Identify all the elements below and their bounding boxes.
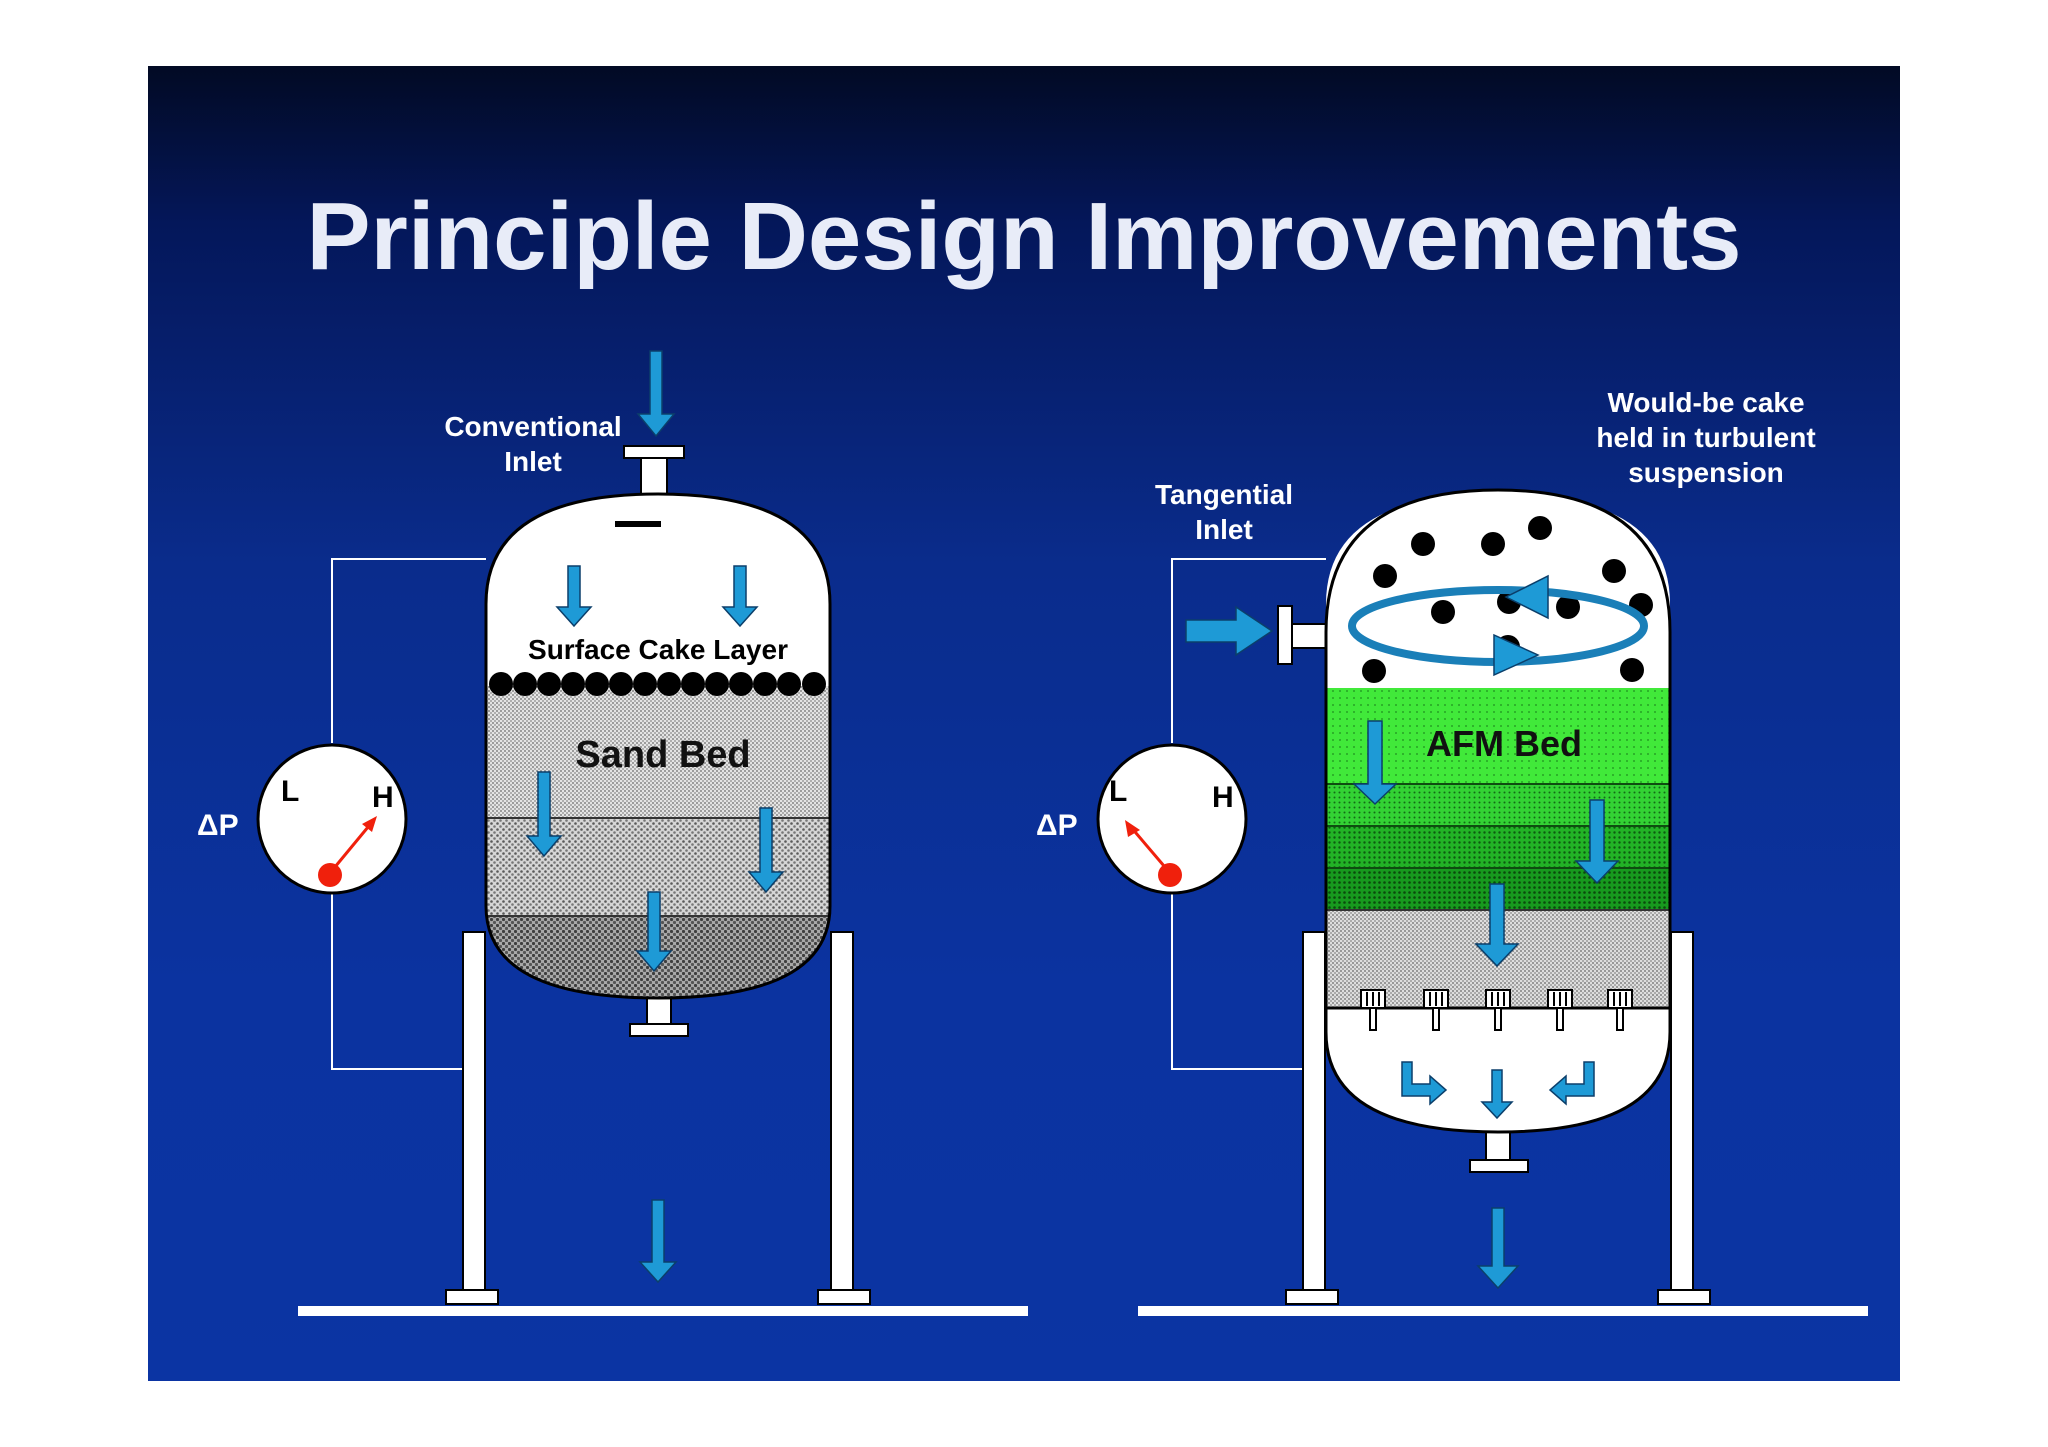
left-outlet-arrow	[638, 1199, 678, 1284]
left-inlet-arrow	[636, 350, 676, 438]
left-inlet-flange	[623, 445, 685, 459]
cake-suspension-note-line2: held in turbulent	[1596, 422, 1815, 453]
left-ground	[298, 1306, 1028, 1316]
left-flow-arrow-4	[747, 807, 785, 894]
right-outlet-flange	[1469, 1159, 1529, 1173]
left-gauge-high-label: H	[372, 781, 394, 814]
right-ground	[1138, 1306, 1868, 1316]
right-filter-detail: AFM Bed Tangential Inlet Would-be cake h…	[1036, 387, 1816, 1290]
cake-suspension-note-line1: Would-be cake	[1607, 387, 1804, 418]
right-flow-arrow-2	[1574, 799, 1620, 885]
left-pressure-line-top	[331, 558, 486, 743]
afm-bed-label: AFM Bed	[1426, 723, 1582, 764]
right-flow-arrow-3	[1474, 883, 1520, 968]
afm-layer-1	[1326, 688, 1670, 784]
right-flow-arrows	[1185, 605, 1620, 1290]
left-foot-left	[445, 1289, 499, 1305]
left-pressure-line-bottom	[331, 892, 486, 1070]
swirl-arrow-back	[1504, 574, 1549, 620]
sand-bed-label: Sand Bed	[575, 734, 750, 776]
left-gauge-low-label: L	[281, 775, 299, 808]
tangential-inlet-label-line1: Tangential	[1155, 479, 1293, 510]
right-dp-label: ΔP	[1036, 809, 1078, 842]
right-gauge-low-label: L	[1109, 775, 1127, 808]
left-flow-arrow-1	[555, 565, 593, 628]
tangential-inlet-arrow	[1185, 605, 1274, 657]
right-foot-right	[1657, 1289, 1711, 1305]
right-outlet-pipe	[1485, 1131, 1511, 1163]
right-foot-left	[1285, 1289, 1339, 1305]
conventional-inlet-label-line2: Inlet	[504, 446, 562, 477]
left-flow-arrow-2	[721, 565, 759, 628]
conventional-inlet-label-line1: Conventional	[444, 411, 621, 442]
left-gauge-pivot	[318, 863, 342, 887]
right-flow-arrow-4	[1480, 1069, 1514, 1120]
right-outlet-arrow	[1476, 1207, 1520, 1290]
surface-cake-layer-label: Surface Cake Layer	[528, 634, 788, 665]
left-dp-gauge	[256, 743, 408, 895]
left-flow-arrow-5	[635, 891, 673, 973]
underdrain-nozzles	[1360, 989, 1633, 1031]
right-inlet-flange	[1277, 605, 1293, 665]
slide-title: Principle Design Improvements	[306, 183, 1742, 290]
left-gauge-needle-tip	[362, 816, 377, 832]
right-flow-arrow-curve-right	[1548, 1061, 1595, 1106]
left-vessel-outline	[484, 492, 832, 1000]
tangential-inlet-label-line2: Inlet	[1195, 514, 1253, 545]
afm-layer-3	[1326, 826, 1670, 868]
right-pressure-line-bottom	[1171, 892, 1326, 1070]
right-dp-gauge	[1096, 743, 1248, 895]
left-gauge-needle	[328, 820, 375, 874]
right-gauge-high-label: H	[1212, 781, 1234, 814]
left-dp-label: ΔP	[197, 809, 239, 842]
left-flow-arrows	[525, 350, 785, 1284]
right-vessel-outline	[1324, 488, 1672, 1134]
right-flow-arrow-curve-left	[1401, 1061, 1448, 1106]
left-inlet-baffle	[615, 521, 661, 527]
cake-suspension-note-line3: suspension	[1628, 457, 1784, 488]
right-pressure-line-top	[1171, 558, 1326, 743]
right-gauge-needle-tip	[1125, 820, 1140, 837]
right-gauge-pivot	[1158, 863, 1182, 887]
left-foot-right	[817, 1289, 871, 1305]
left-filter: Surface Cake Layer Sand Bed Conventional…	[197, 350, 1028, 1316]
right-flow-arrow-1	[1352, 720, 1398, 806]
left-inlet-pipe	[640, 451, 668, 499]
left-outlet-flange	[629, 1023, 689, 1037]
surface-cake-particles	[489, 672, 826, 696]
swirl-arrow-front	[1493, 633, 1540, 677]
left-flow-arrow-3	[525, 771, 563, 858]
